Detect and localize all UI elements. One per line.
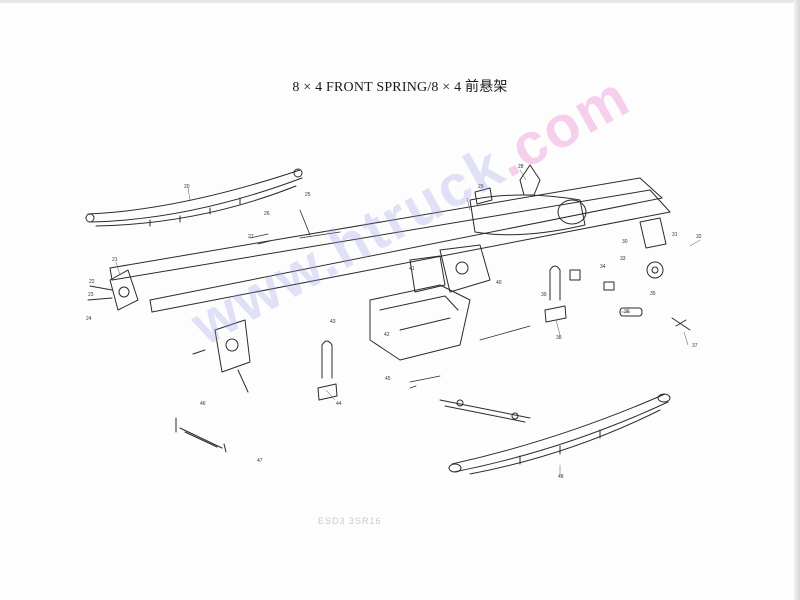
bolt-row-center [249,209,531,389]
center-cradle [369,244,491,361]
svg-text:32: 32 [696,234,702,240]
svg-text:46: 46 [200,401,206,407]
svg-text:43: 43 [330,319,336,325]
svg-text:42: 42 [384,332,390,338]
callout-numbers: 20 21 22 23 24 25 26 27 28 29 30 31 32 3… [86,164,702,480]
svg-text:31: 31 [672,232,678,238]
callout-leaders [115,169,701,476]
shackle-right [639,217,691,331]
svg-text:40: 40 [496,280,502,286]
svg-text:41: 41 [409,266,415,272]
pin-assembly-center [439,399,531,423]
svg-text:25: 25 [305,192,311,198]
u-bolt-center [544,265,567,323]
bushings-right [569,269,643,317]
svg-text:28: 28 [518,164,524,170]
cross-tube-right [469,194,587,236]
svg-text:47: 47 [257,458,263,464]
svg-text:26: 26 [264,211,270,217]
svg-text:39: 39 [541,292,547,298]
scan-edge-top [0,0,800,3]
svg-text:35: 35 [650,291,656,297]
svg-text:23: 23 [88,292,94,298]
callout-label: 20 [184,184,190,190]
svg-text:48: 48 [558,474,564,480]
hanger-bracket-mid [192,319,251,393]
small-bracket-top [474,164,541,205]
svg-text:29: 29 [478,184,484,190]
svg-text:24: 24 [86,316,92,322]
svg-text:30: 30 [622,239,628,245]
svg-text:36: 36 [624,309,630,315]
svg-text:33: 33 [620,256,626,262]
page-title: 8 × 4 FRONT SPRING/8 × 4 前悬架 [292,80,508,95]
svg-text:38: 38 [556,335,562,341]
svg-text:37: 37 [692,343,698,349]
scan-edge-right [794,0,800,600]
svg-text:22: 22 [89,279,95,285]
hanger-bracket-left [87,269,139,311]
svg-text:34: 34 [600,264,606,270]
frame-rail-lower [149,177,671,313]
leaf-spring-front [448,393,671,475]
svg-text:45: 45 [385,376,391,382]
svg-text:21: 21 [112,257,118,263]
footer-mark: ESD3 3SR16 [318,516,382,526]
svg-text:44: 44 [336,401,342,407]
u-bolt-left [317,340,338,401]
pin-assembly-left [175,417,227,453]
svg-text:27: 27 [248,234,254,240]
leaf-spring-rear-left [85,168,303,227]
